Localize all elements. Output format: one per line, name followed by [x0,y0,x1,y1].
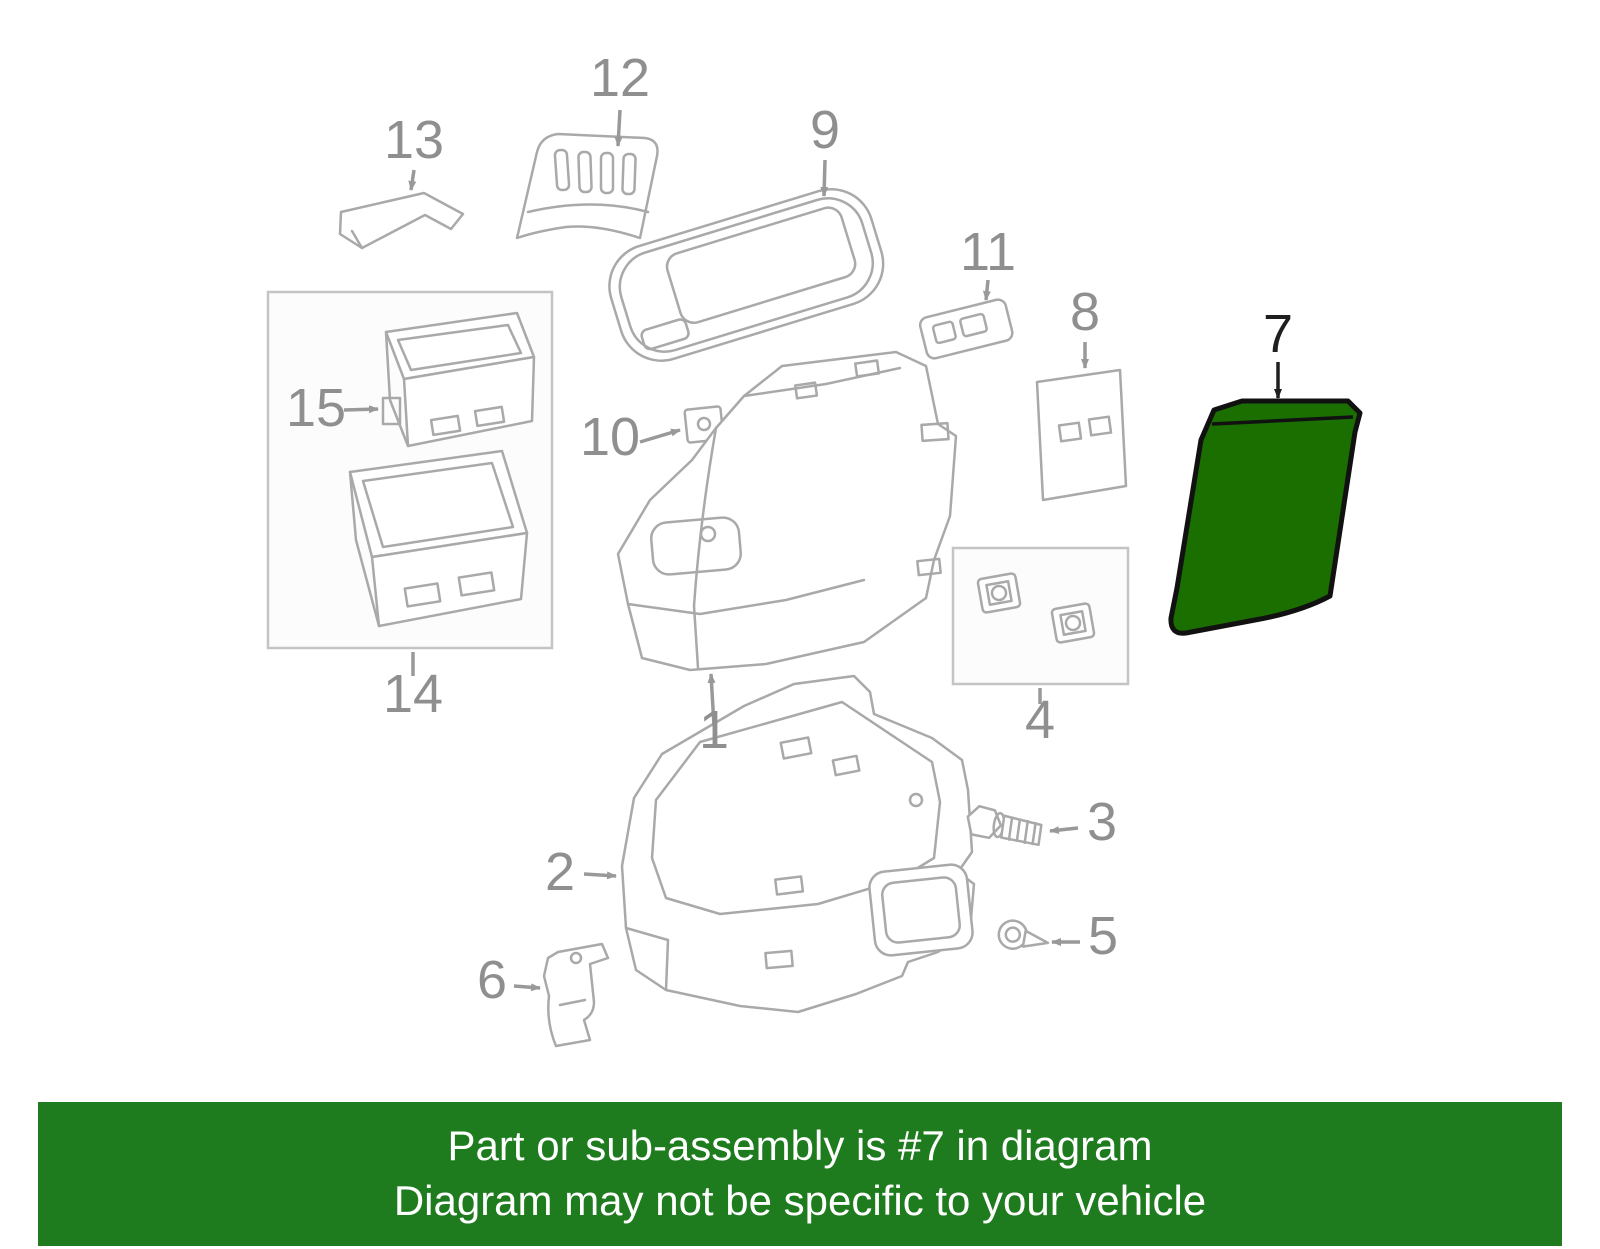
part-label-8: 8 [1070,282,1100,342]
banner-line-1: Part or sub-assembly is #7 in diagram [447,1122,1153,1170]
part-4-shape [976,572,1096,644]
part-label-13: 13 [384,110,444,170]
part-7-lip-line [1211,415,1354,426]
highlight-banner: Part or sub-assembly is #7 in diagram Di… [38,1102,1562,1246]
banner-line-2: Diagram may not be specific to your vehi… [393,1177,1207,1224]
part-label-12: 12 [590,48,650,108]
part-6-shape [542,942,610,1048]
part-9-shape [608,187,885,362]
leader-arrow-9 [820,159,829,197]
part-11-shape [918,298,1014,360]
part-label-15: 15 [286,378,346,438]
leader-arrow-12 [614,109,623,147]
part-label-5: 5 [1088,906,1118,966]
part-12-shape [515,132,659,240]
part-label-7: 7 [1263,304,1293,364]
group-box-4 [951,546,1130,686]
part-label-1: 1 [699,700,729,760]
part-label-2: 2 [545,842,575,902]
part-13-shape [338,191,465,250]
part-label-10: 10 [580,407,640,467]
leader-arrow-1 [707,673,716,727]
leader-arrow-11 [982,279,991,301]
leader-arrow-10 [639,428,681,444]
leader-arrow-13 [408,169,417,191]
part-15-shape [381,311,536,448]
part-labels: 12 13 9 11 8 7 15 10 14 1 4 3 2 5 6 [286,48,1293,1010]
part-label-11: 11 [960,222,1016,282]
part-5-shape [997,919,1050,950]
leader-arrows [343,109,1282,992]
part-label-3: 3 [1087,792,1117,852]
leader-arrow-2 [583,871,617,880]
part-14-shape [348,449,529,628]
leader-arrow-15 [343,405,379,414]
part-2-shape [620,674,976,1014]
part-7-highlighted-shape [1168,398,1363,636]
parts-diagram-canvas: 12 13 9 11 8 7 15 10 14 1 4 3 2 5 6 [266,48,1363,1048]
part-8-shape [1035,368,1128,502]
part-label-4: 4 [1025,690,1055,750]
leader-arrow-3 [1049,826,1079,835]
leader-arrow-6 [513,983,541,992]
part-7-panel [1168,398,1363,636]
part-label-14: 14 [383,664,443,724]
part-1-shape [616,350,958,672]
part-label-6: 6 [477,950,507,1010]
part-3-shape [966,804,1043,847]
part-label-9: 9 [810,100,840,160]
